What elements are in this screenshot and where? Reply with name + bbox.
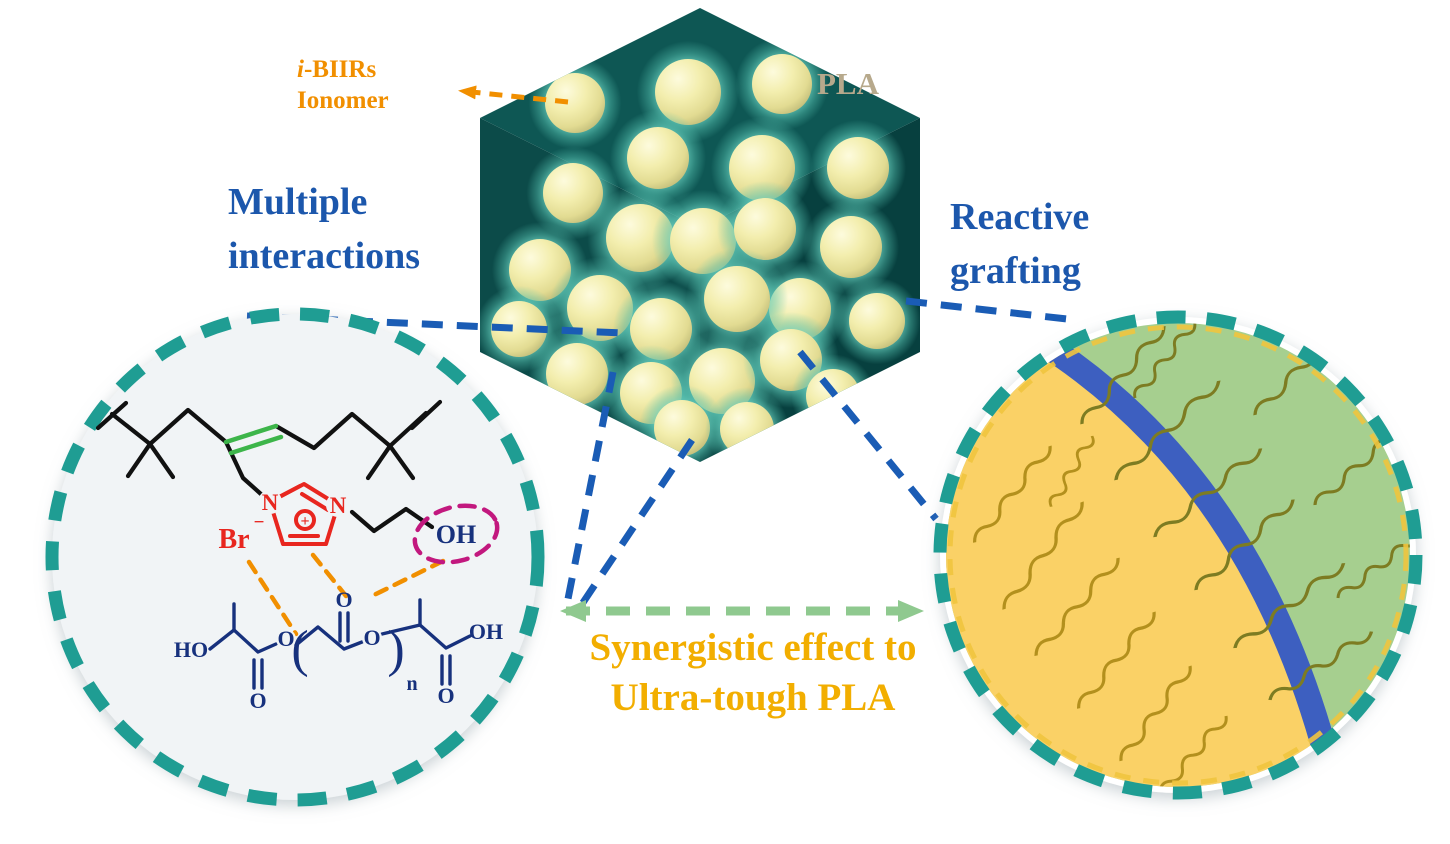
pla-label: PLA — [817, 66, 879, 101]
ester-gaps — [276, 628, 382, 649]
reactive-grafting-line1: Reactive — [950, 196, 1090, 238]
interface-circle — [933, 310, 1423, 800]
reactive-grafting-label: Reactive grafting — [950, 191, 1089, 299]
interface-band — [1028, 327, 1345, 781]
multiple-interactions-label: Multiple interactions — [228, 176, 420, 284]
bracket-open: ( — [291, 621, 308, 678]
ho-label: HO — [174, 637, 208, 662]
ionomer-label-italic: i — [297, 56, 304, 83]
n-left-label: N — [262, 490, 279, 515]
hydroxyl-highlight-ring — [412, 503, 500, 565]
bromide-charge-label: − — [254, 512, 265, 533]
o-carbonyl-right-label: O — [437, 683, 454, 708]
connector-left-top — [246, 312, 623, 337]
o-ester-left-label: O — [277, 626, 294, 651]
o-ester-mid-label: O — [363, 625, 380, 650]
connector-lines — [246, 297, 1077, 612]
ionomer-label-line1: i-BIIRs — [297, 55, 389, 86]
synergy-caption-line1: Synergistic effect to — [589, 626, 917, 669]
pla-chain-bonds — [208, 598, 472, 690]
connector-right-top — [905, 297, 1077, 324]
o-carbonyl-mid-label: O — [335, 587, 352, 612]
connector-left-v2 — [575, 438, 695, 612]
bracket-close: ) — [387, 621, 404, 678]
inner-gold-ring — [947, 324, 1409, 786]
biir-structure — [95, 399, 500, 690]
connector-left-v1 — [563, 371, 617, 605]
repeat-subscript: n — [406, 673, 417, 695]
n-right-label: N — [330, 493, 347, 518]
ionomer-spheres — [480, 37, 920, 462]
chemistry-circle-bg — [52, 314, 538, 800]
hydroxyl-label: OH — [436, 520, 476, 549]
interaction-dashes — [246, 552, 446, 637]
ionomer-pointer-arrow — [458, 85, 569, 105]
chemistry-ring — [45, 307, 545, 807]
oh-end-label: OH — [469, 619, 503, 644]
interface-ring — [933, 310, 1423, 800]
reactive-grafting-line2: grafting — [950, 249, 1081, 292]
ring-charge-label: + — [300, 513, 309, 530]
ionomer-label-suffix: -BIIRs — [303, 56, 377, 83]
bromide-label: Br — [218, 524, 249, 555]
ionomer-label-line2: Ionomer — [297, 86, 389, 114]
multiple-interactions-line1: Multiple — [228, 181, 368, 223]
pla-matrix-cube — [480, 8, 920, 462]
carbon-double-bond — [223, 423, 284, 456]
ionomer-label: i-BIIRs Ionomer — [297, 55, 389, 116]
atom-gaps — [258, 490, 350, 517]
imidazolium-ring — [268, 482, 340, 546]
chemistry-circle: N N + Br − OH HO O O O O O OH ( ) n — [45, 307, 545, 807]
o-carbonyl-left-label: O — [249, 688, 266, 713]
synergy-caption: Synergistic effect to Ultra-tough PLA — [533, 623, 973, 723]
multiple-interactions-line2: interactions — [228, 234, 421, 277]
synergy-caption-line2: Ultra-tough PLA — [610, 675, 896, 719]
interface-content — [946, 323, 1410, 787]
connector-right-down — [797, 349, 939, 522]
